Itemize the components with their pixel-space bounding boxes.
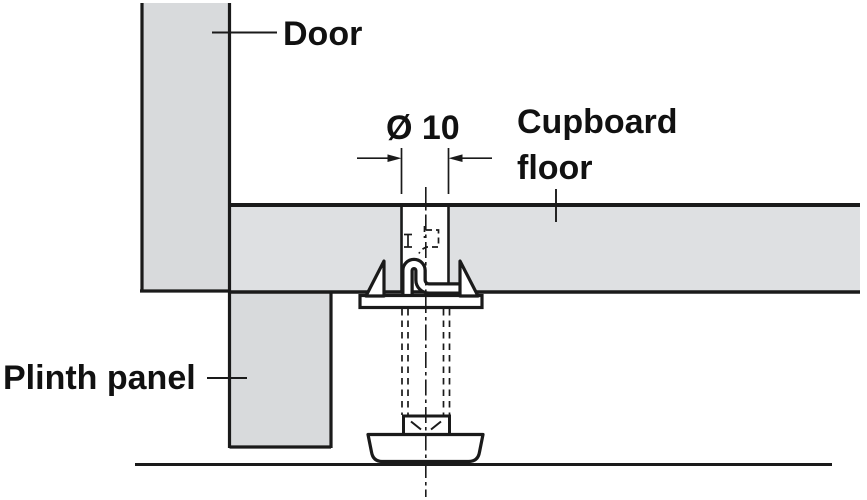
dimension-arrowhead-left <box>387 154 402 162</box>
cupboard-floor-label: Cupboard floor <box>517 99 678 191</box>
leader-lines <box>207 31 557 379</box>
clip-hook-core <box>404 261 459 298</box>
hidden-bracket <box>418 229 440 254</box>
plinth-panel-label: Plinth panel <box>3 359 196 397</box>
plinth-panel <box>231 292 331 448</box>
dimension-arrowhead-right <box>448 154 463 162</box>
door-panel <box>141 3 230 291</box>
cupboard-floor-panel <box>231 204 860 292</box>
door-label: Door <box>283 15 363 53</box>
cupboard-floor-label-line2: floor <box>517 149 593 187</box>
foot-nut-tick-left <box>410 420 422 431</box>
hidden-detail-dashes <box>404 226 440 254</box>
foot-nut-tick-right <box>430 420 442 431</box>
clip-right-prong <box>458 259 480 298</box>
cupboard-floor-label-line1: Cupboard <box>517 103 678 141</box>
hidden-spindle-dashes <box>401 309 451 415</box>
clip-plate <box>358 293 484 310</box>
diameter-dimension-label: Ø 10 <box>386 109 460 147</box>
panel-outlines <box>140 3 860 449</box>
clip-left-prong <box>364 259 386 298</box>
plinth-clip <box>358 257 484 310</box>
